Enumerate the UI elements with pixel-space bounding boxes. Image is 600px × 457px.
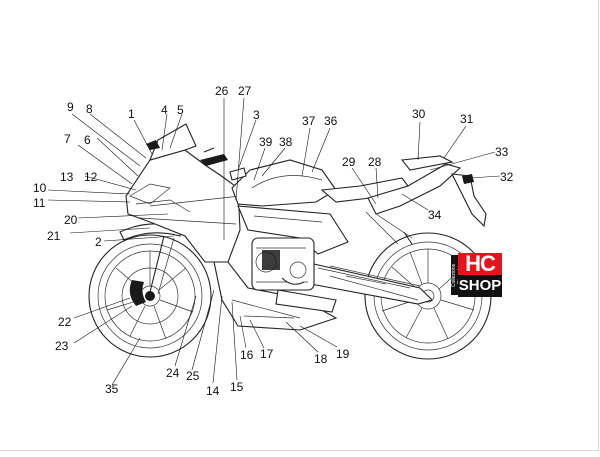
callout-23: 23 <box>55 339 69 353</box>
callout-16: 16 <box>240 348 254 362</box>
callout-32: 32 <box>500 170 514 184</box>
front-wheel <box>88 234 212 358</box>
callout-19: 19 <box>336 347 350 361</box>
callout-6: 6 <box>84 133 91 147</box>
hc-shop-logo: Collezione Ricambi HC SHOP <box>451 253 502 297</box>
callout-36: 36 <box>324 114 338 128</box>
callout-35: 35 <box>105 382 119 396</box>
callout-15: 15 <box>230 380 244 394</box>
callout-13: 13 <box>60 170 74 184</box>
callout-18: 18 <box>314 352 328 366</box>
callout-37: 37 <box>302 114 316 128</box>
callout-39: 39 <box>259 135 273 149</box>
callout-34: 34 <box>428 208 442 222</box>
callout-27: 27 <box>238 84 252 98</box>
callout-26: 26 <box>215 84 229 98</box>
leader-lines <box>47 97 501 386</box>
callout-24: 24 <box>166 366 180 380</box>
callout-22: 22 <box>58 315 72 329</box>
callout-12: 12 <box>84 170 98 184</box>
callout-5: 5 <box>177 103 184 117</box>
callout-25: 25 <box>186 369 200 383</box>
callout-14: 14 <box>206 384 220 398</box>
callout-11: 11 <box>33 196 46 210</box>
callout-20: 20 <box>64 213 78 227</box>
callout-29: 29 <box>342 155 356 169</box>
callout-3: 3 <box>253 108 260 122</box>
callout-30: 30 <box>412 107 426 121</box>
callout-21: 21 <box>47 229 61 243</box>
callout-2: 2 <box>95 235 102 249</box>
callout-8: 8 <box>86 102 93 116</box>
logo-top-text: HC <box>458 253 502 275</box>
callout-4: 4 <box>161 103 168 117</box>
callout-33: 33 <box>495 145 509 159</box>
callout-7: 7 <box>64 132 71 146</box>
drive-chain <box>329 265 421 301</box>
logo-bottom-text: SHOP <box>458 275 502 297</box>
callout-10: 10 <box>33 181 47 195</box>
callout-9: 9 <box>67 100 74 114</box>
callout-1: 1 <box>128 107 135 121</box>
callout-31: 31 <box>460 112 474 126</box>
fairing-body <box>125 123 487 331</box>
engine <box>251 237 337 313</box>
callout-38: 38 <box>279 135 293 149</box>
callout-17: 17 <box>260 347 274 361</box>
callout-28: 28 <box>368 155 382 169</box>
callout-labels: 1 2 3 4 5 6 7 8 9 10 11 12 13 14 15 16 1… <box>33 84 514 398</box>
